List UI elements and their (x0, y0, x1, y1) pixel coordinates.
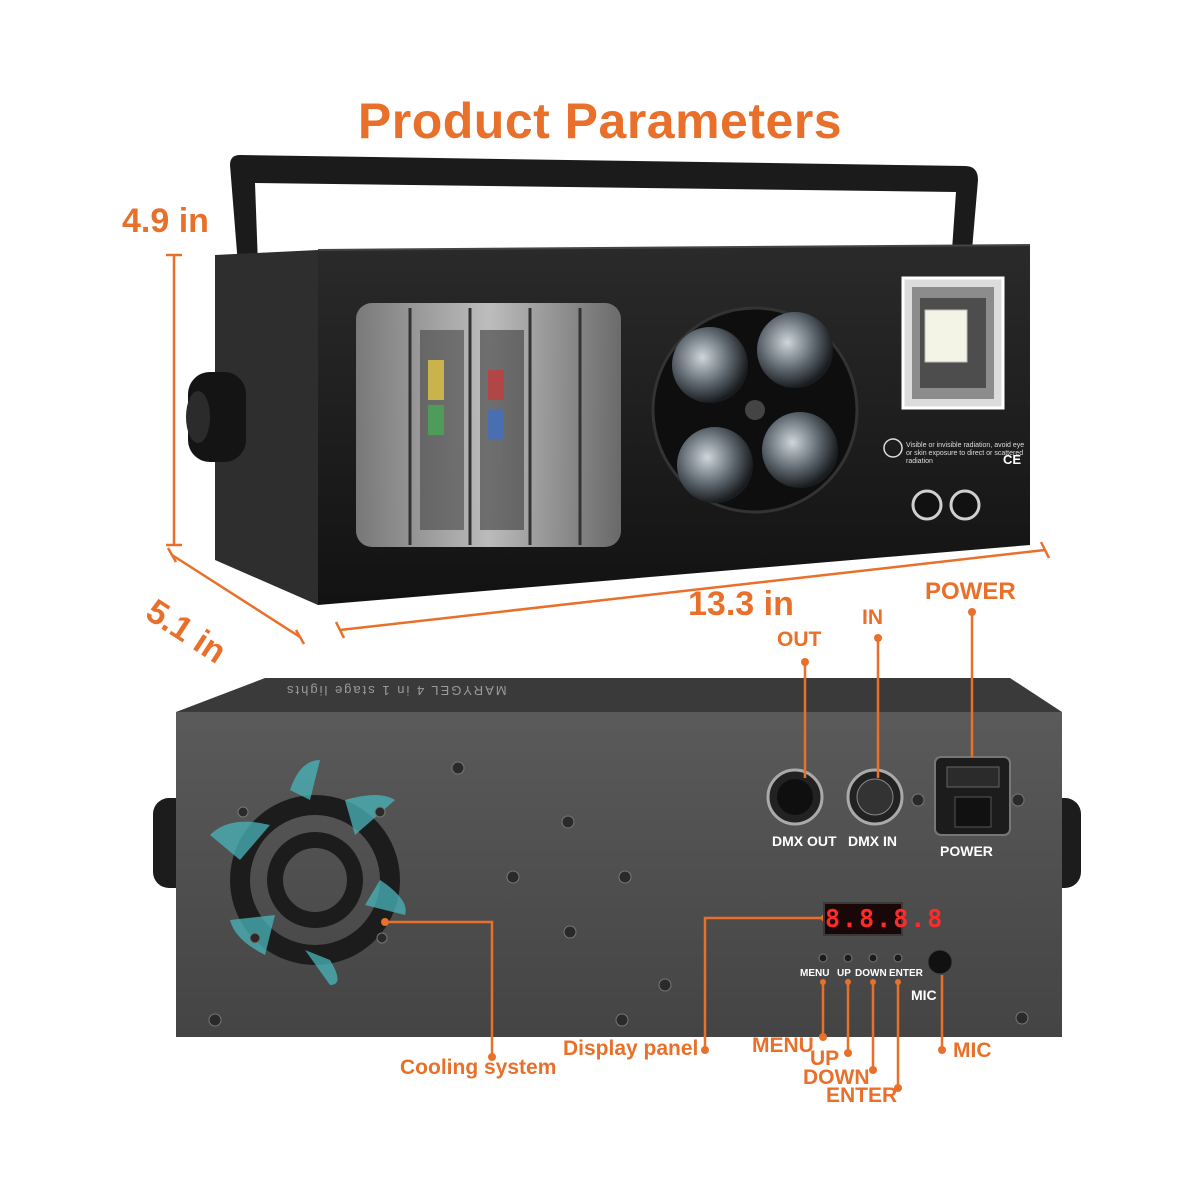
gobo-lens-3 (677, 427, 753, 503)
laser-warning-icon (883, 438, 903, 458)
down-button-label: DOWN (855, 968, 887, 979)
callout-cooling-system: Cooling system (400, 1056, 557, 1079)
dimension-lines (166, 253, 1051, 645)
callout-mic: MIC (953, 1039, 992, 1062)
dmx-out-label: DMX OUT (772, 833, 837, 849)
callout-power: POWER (925, 578, 1016, 605)
gobo-lens-1 (672, 327, 748, 403)
ce-mark: CE (1003, 452, 1022, 467)
enter-button-label: ENTER (889, 968, 923, 979)
front-unit-side (215, 250, 318, 605)
dome-ribs (408, 308, 582, 545)
control-buttons (818, 953, 903, 963)
mic-sensor-label: MIC (911, 987, 937, 1003)
rear-unit (153, 678, 1081, 1037)
gobo-lens-4 (762, 412, 838, 488)
front-port-right (949, 489, 981, 521)
display-panel: 8.8.8.8 (823, 902, 942, 936)
strobe-led (924, 309, 968, 363)
rear-top-face (176, 678, 1062, 712)
dmx-in-label: DMX IN (848, 833, 897, 849)
callout-lines (385, 612, 974, 1088)
callout-dots (381, 608, 976, 1092)
up-button-label: UP (837, 968, 851, 979)
height-dimension: 4.9 in (122, 202, 209, 240)
callout-enter: ENTER (826, 1084, 898, 1107)
page-title: Product Parameters (357, 93, 843, 149)
panel-screws (208, 761, 1029, 1027)
front-unit (186, 155, 1031, 605)
rear-brand-text: MARYGEL 4 in 1 stage lights (285, 683, 507, 698)
width-dimension: 13.3 in (688, 585, 794, 623)
menu-button-label: MENU (800, 968, 830, 979)
gobo-lens-2 (757, 312, 833, 388)
callout-in: IN (862, 606, 883, 629)
callout-out: OUT (777, 628, 822, 651)
mic-sensor (927, 949, 953, 975)
callout-down: DOWN (803, 1066, 870, 1089)
front-port-left (911, 489, 943, 521)
callout-menu: MENU (752, 1034, 814, 1057)
callout-display-panel: Display panel (563, 1037, 699, 1060)
laser-warning-text: Visible or invisible radiation, avoid ey… (906, 442, 1025, 465)
callout-up: UP (810, 1047, 840, 1070)
power-socket-label: POWER (940, 843, 993, 859)
mounting-bracket (230, 155, 978, 265)
